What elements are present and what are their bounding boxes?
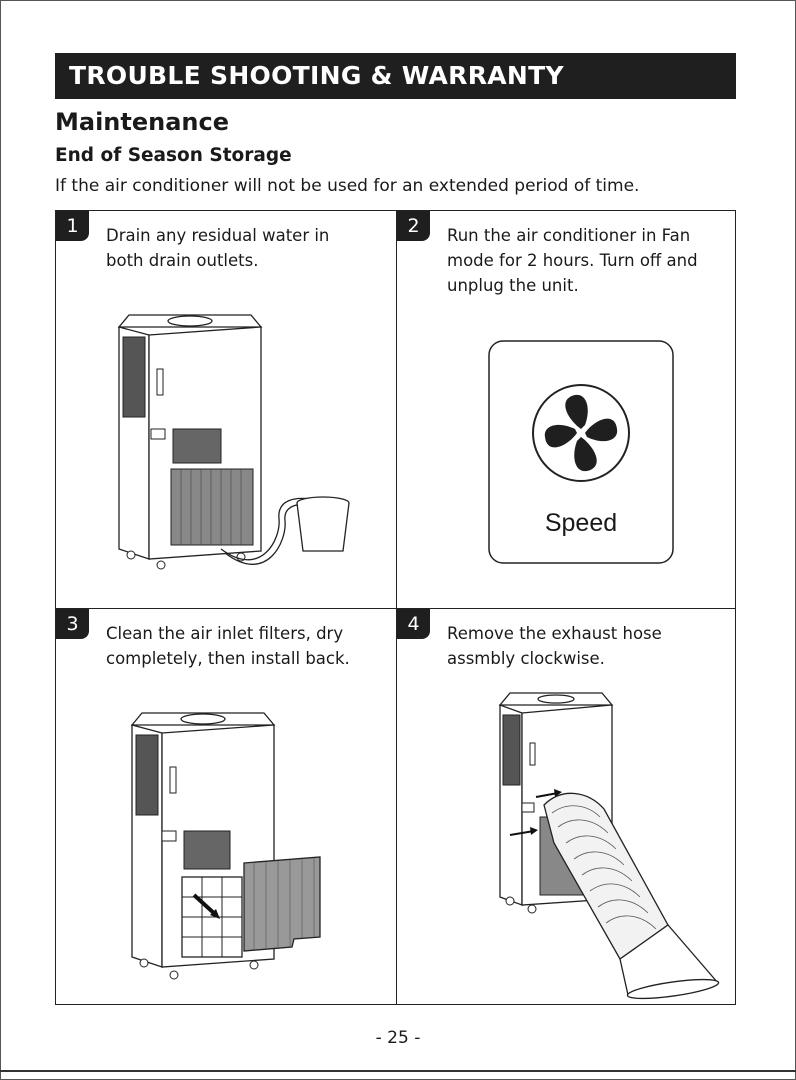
maintenance-heading: Maintenance <box>55 108 230 136</box>
step-1-cell: 1 Drain any residual water in both drain… <box>56 211 396 608</box>
step-2-text: Run the air conditioner in Fan mode for … <box>447 226 698 295</box>
grid-divider-vertical <box>396 211 397 1004</box>
step-3-text: Clean the air inlet filters, dry complet… <box>106 624 350 668</box>
step-4-cell: 4 Remove the exhaust hose assmbly clockw… <box>397 609 737 1006</box>
speed-label: Speed <box>545 509 617 537</box>
page-number: - 25 - <box>375 1028 421 1048</box>
steps-grid: 1 Drain any residual water in both drain… <box>55 210 736 1005</box>
grid-divider-horizontal <box>56 608 735 609</box>
step-4-text: Remove the exhaust hose assmbly clockwis… <box>447 624 662 668</box>
drain-water-illustration <box>117 314 350 570</box>
fan-icon <box>532 384 630 482</box>
clean-filters-illustration <box>130 712 321 980</box>
step-1-text: Drain any residual water in both drain o… <box>106 226 330 270</box>
step-1-number: 1 <box>56 211 89 241</box>
step-2-cell: 2 Run the air conditioner in Fan mode fo… <box>397 211 737 608</box>
section-banner: TROUBLE SHOOTING & WARRANTY <box>55 53 736 99</box>
step-3-number: 3 <box>56 609 89 639</box>
bottom-rule <box>0 1070 796 1072</box>
storage-subheading: End of Season Storage <box>55 145 292 166</box>
step-3-cell: 3 Clean the air inlet filters, dry compl… <box>56 609 396 1006</box>
intro-text: If the air conditioner will not be used … <box>55 176 640 196</box>
step-4-number: 4 <box>397 609 430 639</box>
fan-speed-panel: Speed <box>488 340 674 564</box>
step-2-number: 2 <box>397 211 430 241</box>
exhaust-hose-illustration <box>498 692 720 1000</box>
